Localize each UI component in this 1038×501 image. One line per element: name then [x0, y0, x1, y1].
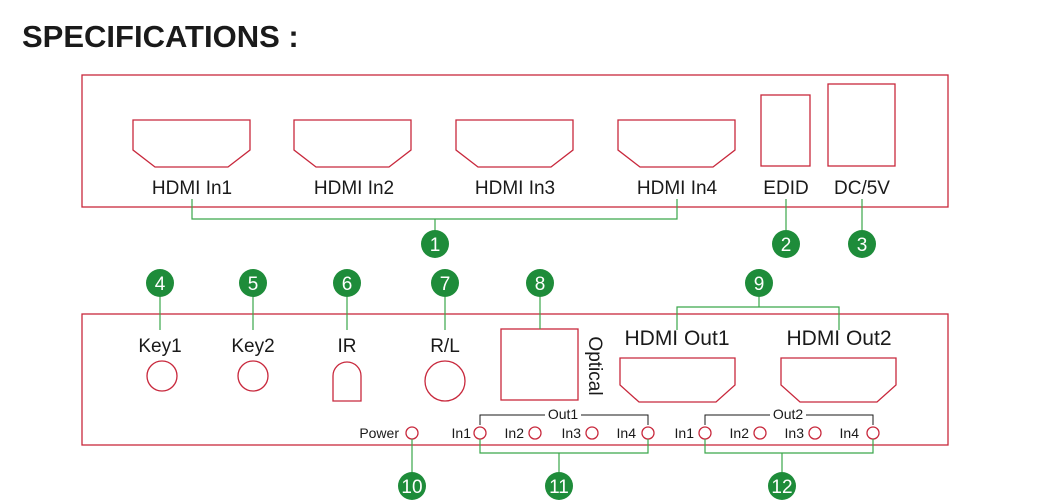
callout-number-11: 11 [549, 477, 569, 498]
out1-in4-led [641, 426, 655, 440]
edid-label: EDID [763, 178, 808, 199]
callout-number-12: 12 [771, 477, 792, 498]
callout-number-7: 7 [440, 274, 451, 295]
key1-label: Key1 [138, 336, 181, 357]
rear-panel [81, 313, 949, 446]
hdmi-in4-label: HDMI In4 [637, 178, 718, 199]
rl-audio-jack [424, 360, 466, 402]
out1-in3-led [585, 426, 599, 440]
out2-in2-led [753, 426, 767, 440]
out1-group-label: Out1 [548, 406, 579, 422]
callout-badge-5: 5 [239, 269, 267, 297]
out2-in1-led [698, 426, 712, 440]
callout-badge-10: 10 [398, 472, 426, 500]
hdmi-out1-port [619, 357, 736, 403]
dc-power-label: DC/5V [834, 178, 890, 199]
callout-number-2: 2 [781, 235, 792, 256]
hdmi-in3-port [455, 119, 574, 168]
callout-badge-6: 6 [333, 269, 361, 297]
hdmi-out2-label: HDMI Out2 [786, 327, 891, 350]
rl-label: R/L [430, 336, 460, 357]
hdmi-out2-port [780, 357, 897, 403]
callout-badge-4: 4 [146, 269, 174, 297]
out1-in4-label: In4 [617, 425, 637, 441]
out1-in2-led [528, 426, 542, 440]
out2-in2-label: In2 [730, 425, 750, 441]
callout-number-1: 1 [430, 235, 441, 256]
dc-power-jack [827, 83, 896, 167]
hdmi-in3-label: HDMI In3 [475, 178, 555, 199]
hdmi-in4-port [617, 119, 736, 168]
callout-number-6: 6 [342, 274, 353, 295]
hdmi-in1-label: HDMI In1 [152, 178, 232, 199]
out1-in3-label: In3 [562, 425, 582, 441]
out1-in2-label: In2 [505, 425, 525, 441]
callout-badge-3: 3 [848, 230, 876, 258]
out1-label-bg [545, 408, 581, 422]
callout-number-4: 4 [155, 274, 166, 295]
callout-badge-12: 12 [768, 472, 796, 500]
out2-group-label: Out2 [773, 406, 804, 422]
ir-label: IR [338, 336, 357, 357]
out2-in3-label: In3 [785, 425, 805, 441]
out1-in1-label: In1 [452, 425, 472, 441]
hdmi-out1-label: HDMI Out1 [624, 327, 729, 350]
front-panel [81, 74, 949, 208]
edid-switch [760, 94, 811, 167]
callout-number-8: 8 [535, 274, 546, 295]
key2-label: Key2 [231, 336, 274, 357]
out2-in4-led [866, 426, 880, 440]
out2-in4-label: In4 [840, 425, 860, 441]
callout-badge-1: 1 [421, 230, 449, 258]
key2-button [237, 360, 269, 392]
callout-badge-9: 9 [745, 269, 773, 297]
callout-number-5: 5 [248, 274, 259, 295]
key1-button [146, 360, 178, 392]
callout-number-3: 3 [857, 235, 868, 256]
out2-label-bg [770, 408, 806, 422]
callout-number-10: 10 [401, 477, 422, 498]
leader-line-11 [479, 439, 649, 472]
optical-port [500, 328, 579, 401]
out1-in1-led [473, 426, 487, 440]
out2-in1-label: In1 [675, 425, 695, 441]
ir-sensor [332, 361, 362, 402]
power-led-label: Power [359, 425, 399, 441]
hdmi-in2-port [293, 119, 412, 168]
leader-line-1 [191, 199, 678, 231]
callout-number-9: 9 [754, 274, 765, 295]
page-title: SPECIFICATIONS : [22, 19, 299, 54]
callout-badge-2: 2 [772, 230, 800, 258]
out2-in3-led [808, 426, 822, 440]
leader-line-12 [704, 439, 874, 472]
callout-badge-8: 8 [526, 269, 554, 297]
hdmi-in1-port [132, 119, 251, 168]
leader-line-9 [676, 297, 840, 330]
hdmi-in2-label: HDMI In2 [314, 178, 394, 199]
optical-label: Optical [584, 336, 605, 395]
callout-badge-11: 11 [545, 472, 573, 500]
callout-badge-7: 7 [431, 269, 459, 297]
power-led [405, 426, 419, 440]
